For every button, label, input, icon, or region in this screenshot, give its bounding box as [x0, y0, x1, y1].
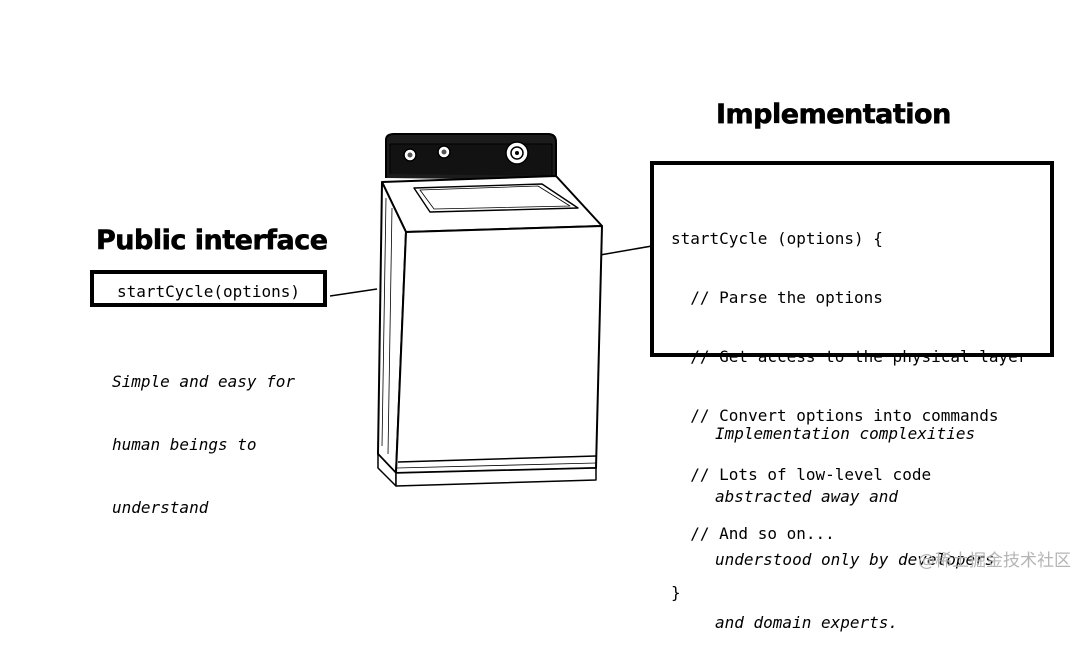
code-line: // And so on...	[671, 524, 835, 543]
implementation-title: Implementation	[716, 99, 952, 131]
public-interface-note: Simple and easy for human beings to unde…	[112, 329, 295, 539]
implementation-connector-line	[599, 245, 653, 256]
code-line: // Convert options into commands	[671, 406, 999, 425]
code-line: // Get access to the physical layer	[671, 347, 1028, 366]
washing-machine-illustration	[330, 133, 653, 487]
public-connector-line	[330, 288, 378, 297]
watermark: @稀土掘金技术社区	[918, 551, 1071, 571]
note-line: understood only by developers	[715, 550, 995, 569]
note-line: human beings to	[112, 435, 257, 454]
code-line: // Lots of low-level code	[671, 465, 932, 484]
implementation-code: startCycle (options) { // Parse the opti…	[671, 190, 1027, 641]
note-line: Simple and easy for	[112, 372, 296, 391]
note-line: Implementation complexities	[715, 424, 976, 443]
public-interface-code-box: startCycle(options)	[90, 270, 327, 307]
implementation-note: Implementation complexities abstracted a…	[715, 381, 994, 654]
code-line: // Parse the options	[671, 288, 883, 307]
washing-machine-icon	[377, 133, 603, 487]
note-line: abstracted away and	[715, 487, 899, 506]
public-interface-code: startCycle(options)	[117, 282, 301, 301]
implementation-code-box: startCycle (options) { // Parse the opti…	[650, 161, 1054, 602]
note-line: understand	[112, 498, 209, 517]
note-line: and domain experts.	[715, 613, 899, 632]
code-line: startCycle (options) {	[671, 229, 883, 248]
public-interface-title: Public interface	[96, 225, 329, 257]
